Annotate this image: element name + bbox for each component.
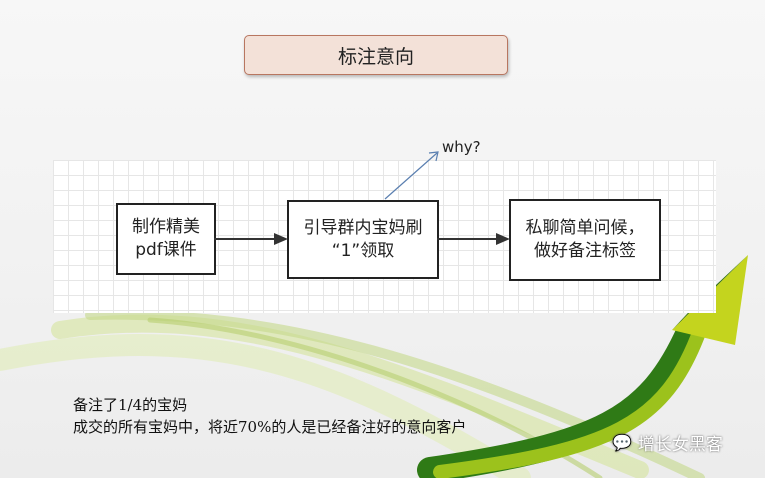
note-line-2: 成交的所有宝妈中，将近70%的人是已经备注好的意向客户 xyxy=(73,418,467,436)
wechat-icon: 💬 xyxy=(612,433,632,452)
flow-step-3: 私聊简单问候， 做好备注标签 xyxy=(509,199,661,281)
flow-step-1: 制作精美 pdf课件 xyxy=(116,203,216,275)
note-line-1: 备注了1/4的宝妈 xyxy=(73,396,188,414)
annotation-why: why? xyxy=(442,138,481,156)
flow-step-2: 引导群内宝妈刷 “1”领取 xyxy=(287,200,439,279)
slide-title: 标注意向 xyxy=(244,35,508,75)
watermark: 💬 增长女黑客 xyxy=(612,430,723,455)
watermark-text: 增长女黑客 xyxy=(637,435,723,455)
